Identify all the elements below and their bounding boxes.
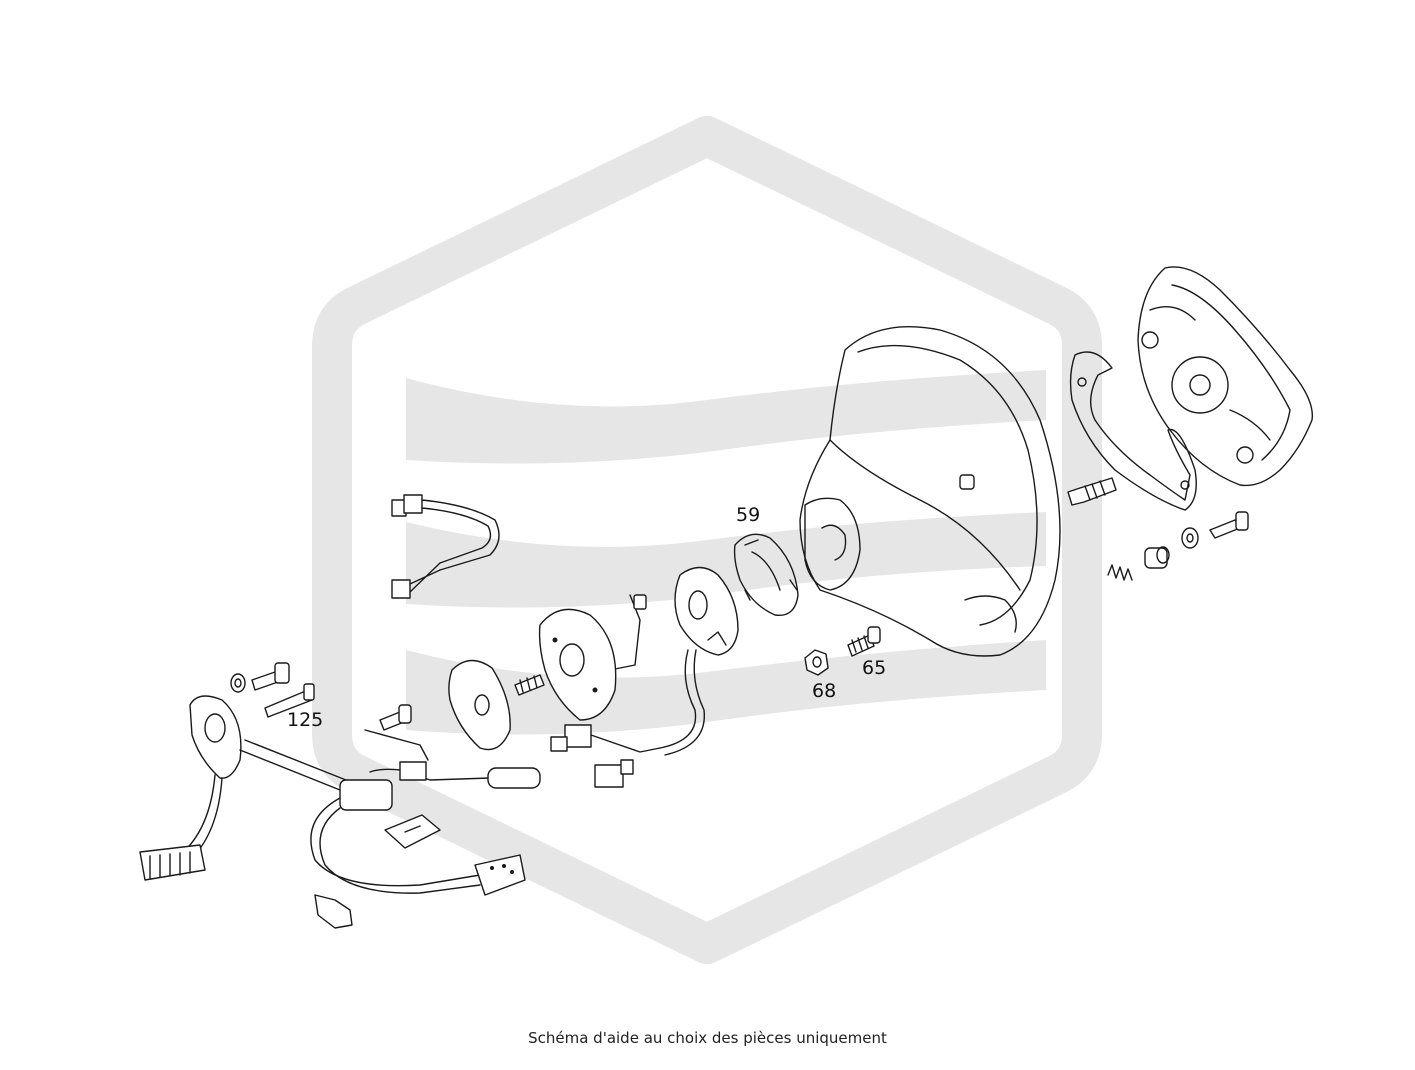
bolt-left <box>251 662 290 691</box>
watermark-logo <box>312 116 1102 964</box>
screw-left <box>379 704 412 731</box>
airbag-module <box>1137 266 1314 487</box>
clock-spring <box>609 566 739 756</box>
nut-68 <box>804 649 829 676</box>
washer-left <box>230 673 246 693</box>
part-label-125: 125 <box>287 709 323 731</box>
screw-middle <box>514 674 545 696</box>
bolt-right <box>1067 477 1117 506</box>
part-label-59: 59 <box>736 504 760 526</box>
combination-switch <box>139 695 393 881</box>
stalk-cable <box>310 797 526 896</box>
screw-65 <box>847 626 881 657</box>
airbag-bracket <box>1069 351 1197 511</box>
part-label-68: 68 <box>812 680 836 702</box>
switch-button <box>384 814 441 849</box>
column-plate <box>538 608 617 721</box>
bushing <box>1144 546 1170 569</box>
bolt-125 <box>264 683 315 718</box>
steering-wheel <box>799 326 1061 657</box>
clock-spring-cover <box>733 533 799 617</box>
diagram-caption: Schéma d'aide au choix des pièces unique… <box>528 1029 887 1047</box>
wiring-harness-top <box>391 494 500 599</box>
washer-right <box>1181 527 1199 549</box>
connector-b <box>594 759 634 788</box>
part-label-65: 65 <box>862 657 886 679</box>
screw-right <box>1209 511 1249 539</box>
connector-a <box>550 724 661 753</box>
horn-wire <box>364 729 541 789</box>
hub-plate <box>448 659 511 751</box>
spring <box>1107 564 1133 581</box>
small-connector <box>314 894 353 929</box>
